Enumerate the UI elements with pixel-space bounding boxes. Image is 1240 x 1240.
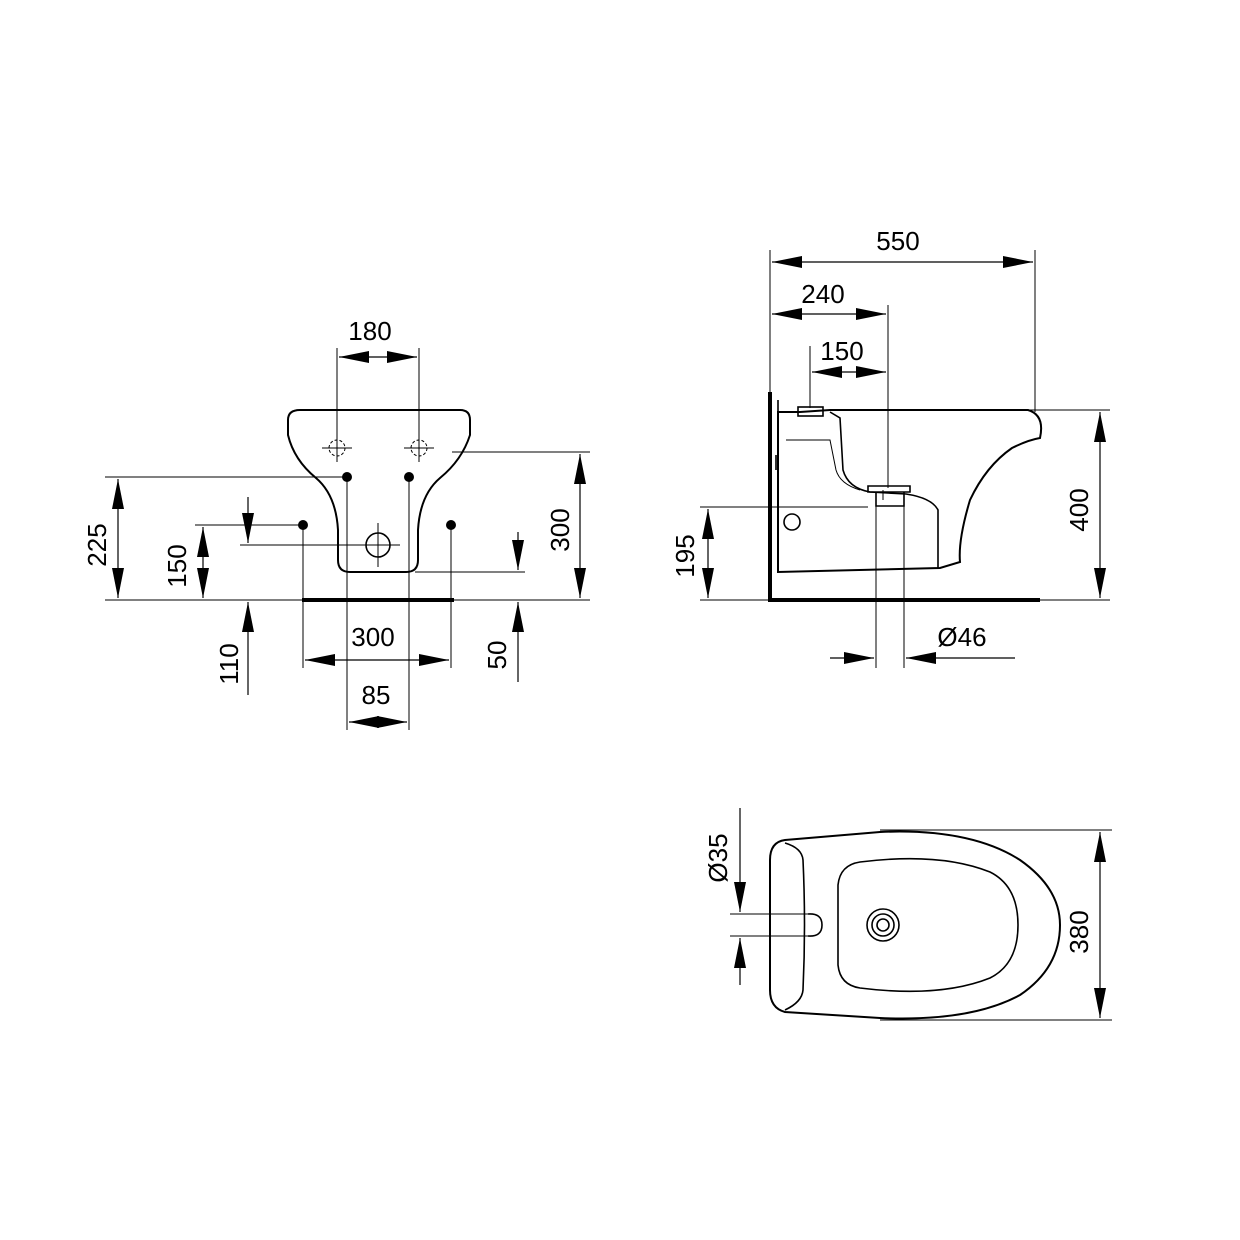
front-bidet-outline (287, 409, 471, 573)
label-dim-300-height: 300 (545, 508, 575, 551)
label-dim-300-width: 300 (351, 622, 394, 652)
label-dim-150: 150 (162, 544, 192, 587)
label-dim-diameter-46: Ø46 (937, 622, 986, 652)
top-waste-fitting (866, 908, 900, 942)
label-dim-diameter-35: Ø35 (703, 833, 733, 882)
top-view: Ø35 380 (703, 808, 1112, 1021)
top-bidet-outline (769, 830, 1062, 1020)
label-dim-85: 85 (362, 680, 391, 710)
label-dim-225: 225 (82, 523, 112, 566)
label-dim-380: 380 (1064, 910, 1094, 953)
side-view: 550 240 150 400 195 Ø46 (670, 226, 1110, 668)
label-dim-110: 110 (214, 643, 244, 684)
front-view: 180 225 150 110 300 50 300 85 (82, 316, 590, 730)
label-dim-50: 50 (482, 641, 512, 670)
label-dim-180: 180 (348, 316, 391, 346)
label-dim-150-side: 150 (820, 336, 863, 366)
label-dim-400: 400 (1064, 488, 1094, 531)
label-dim-240: 240 (801, 279, 844, 309)
label-dim-550: 550 (876, 226, 919, 256)
top-tap-hole (807, 913, 823, 937)
side-inlet-hole (783, 513, 801, 531)
top-bowl (837, 857, 1019, 993)
side-waste-fitting (867, 485, 911, 507)
label-dim-195: 195 (670, 534, 700, 577)
